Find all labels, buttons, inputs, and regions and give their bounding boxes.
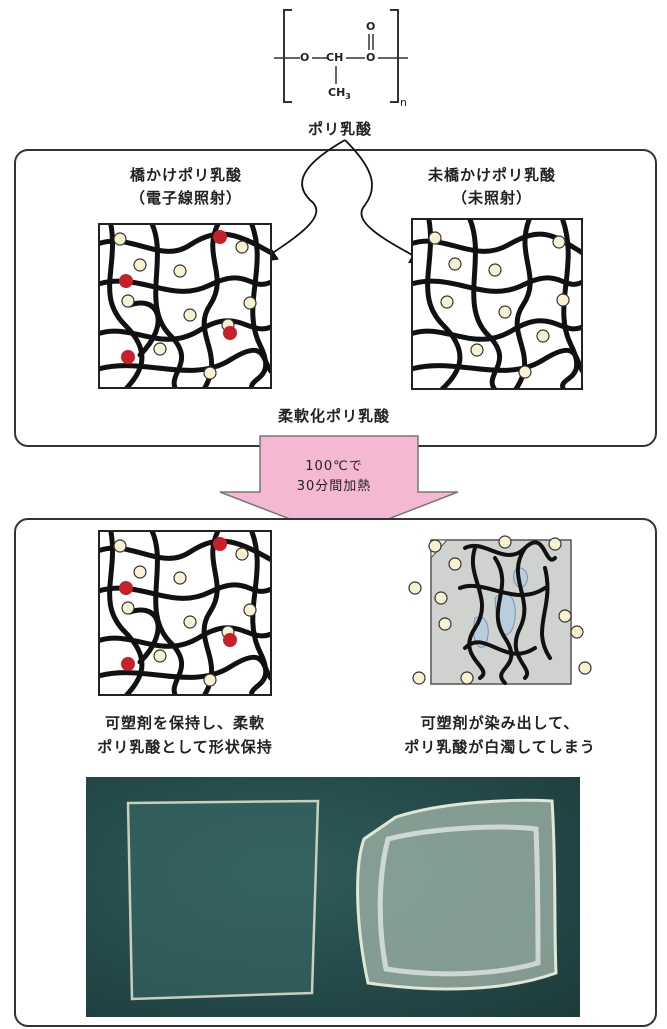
right-top-title-1: 未橋かけポリ乳酸 <box>427 166 556 184</box>
leaked-network-bottom <box>405 528 605 696</box>
right-caption-2: ポリ乳酸が白濁してしまう <box>404 738 596 756</box>
right-caption-1: 可塑剤が染み出して、 <box>420 714 580 732</box>
left-caption-2: ポリ乳酸として形状保持 <box>97 738 273 756</box>
molecule-name: ポリ乳酸 <box>307 120 372 138</box>
sample-films <box>126 798 558 1001</box>
molecule-brackets <box>274 9 408 103</box>
molecule-structure: O CH O O CH3 n <box>270 0 410 118</box>
left-caption-1: 可塑剤を保持し、柔軟 <box>104 714 265 732</box>
sample-photo <box>86 777 580 1017</box>
heating-duration: 30分間加熱 <box>296 479 372 494</box>
heating-arrow <box>219 435 459 539</box>
molecule-ch3-main: CH <box>328 86 346 99</box>
molecule-ch3: CH3 <box>328 86 351 101</box>
left-top-title-2: （電子線照射） <box>129 189 242 207</box>
molecule-o-top: O <box>366 20 376 33</box>
molecule-n: n <box>400 96 407 109</box>
right-top-title-2: （未照射） <box>451 189 532 207</box>
heating-temperature: 100℃で <box>305 459 363 474</box>
crosslinked-network-top <box>98 223 272 389</box>
split-arrows <box>258 139 429 264</box>
left-top-title-1: 橋かけポリ乳酸 <box>129 166 242 184</box>
molecule-ch: CH <box>326 51 344 64</box>
molecule-ch3-sub: 3 <box>345 92 351 102</box>
softened-pla-label: 柔軟化ポリ乳酸 <box>277 407 390 425</box>
molecule-o-left: O <box>300 51 310 64</box>
crosslinked-network-bottom <box>98 530 272 696</box>
molecule-o-right: O <box>366 51 376 64</box>
uncrosslinked-network-top <box>411 218 583 390</box>
